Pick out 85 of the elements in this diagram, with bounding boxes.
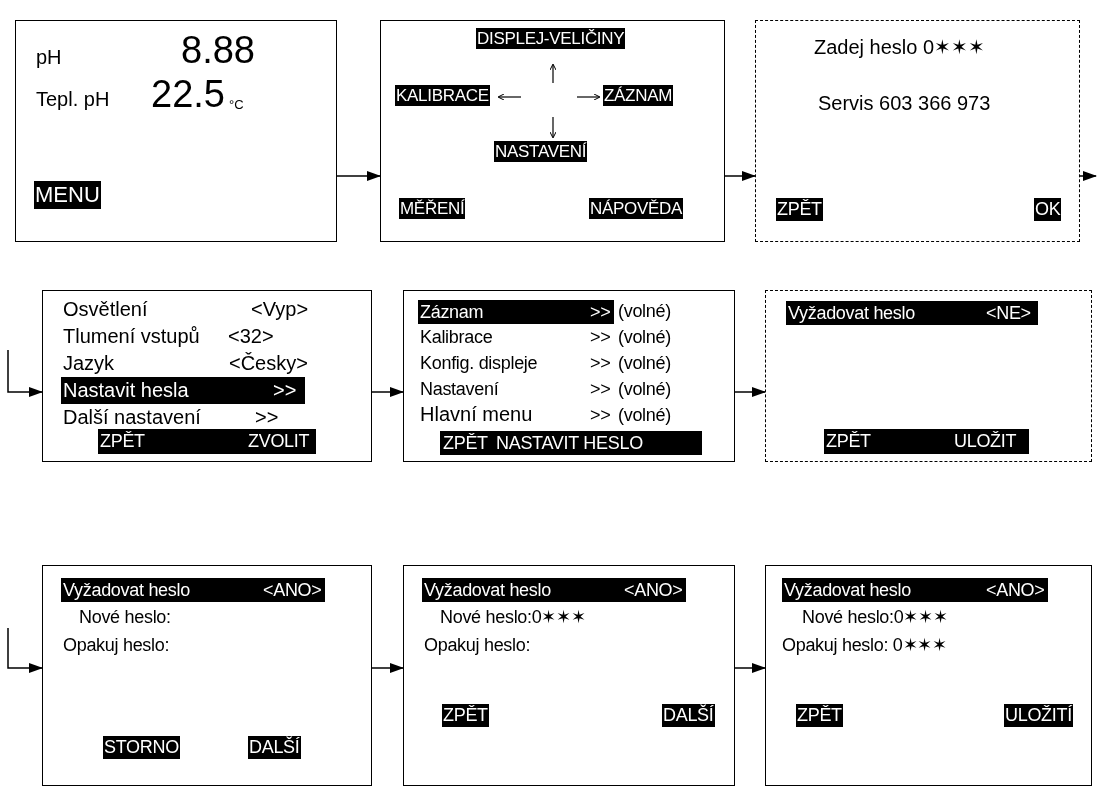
menu-text: ZPĚT	[443, 434, 488, 452]
menu-text: <Vyp>	[251, 297, 309, 322]
menu-text: Opakuj heslo: 0✶✶✶	[782, 634, 947, 657]
menu-text: Nastavení	[420, 378, 499, 401]
menu-text: >>	[590, 303, 611, 321]
screen-panel	[380, 20, 725, 242]
menu-text: <ANO>	[986, 581, 1045, 599]
menu-text: >>	[590, 378, 611, 401]
menu-text: Záznam	[420, 303, 484, 321]
menu-text: <Česky>	[229, 351, 308, 376]
arrow	[734, 663, 766, 673]
screen-panel	[765, 565, 1092, 786]
menu-text: (volné)	[618, 326, 671, 349]
arrow	[734, 387, 766, 397]
menu-text: ZPĚT	[100, 432, 145, 450]
menu-text: Tepl. pH	[36, 87, 110, 112]
menu-text: >>	[590, 352, 611, 375]
service-phone-text: Servis 603 366 973	[818, 91, 991, 116]
menu-text: Opakuj heslo:	[424, 634, 531, 657]
reading-value: 8.88	[181, 28, 255, 73]
menu-text: Opakuj heslo:	[63, 634, 170, 657]
menu-text: Nové heslo:	[79, 606, 171, 629]
menu-text: Tlumení vstupů	[63, 324, 200, 349]
menu-text: ULOŽIT	[954, 432, 1017, 450]
menu-text: Vyžadovat heslo	[784, 581, 911, 599]
arrow	[371, 387, 404, 397]
menu-text: Konfig. displeje	[420, 352, 538, 375]
menu-text: Nastavit hesla	[63, 380, 189, 400]
menu-text: <32>	[228, 324, 274, 349]
softkey-label: ZPĚT	[796, 704, 843, 727]
menu-text: Vyžadovat heslo	[63, 581, 190, 599]
softkey-label: DALŠÍ	[248, 736, 301, 759]
menu-text: Kalibrace	[420, 326, 493, 349]
softkey-label: OK	[1034, 198, 1062, 221]
arrow	[7, 349, 43, 397]
arrow	[336, 171, 381, 181]
screen-panel	[765, 290, 1092, 462]
menu-text: Nové heslo:0✶✶✶	[802, 606, 948, 629]
menu-text: Hlavní menu	[420, 402, 533, 427]
screen-panel	[755, 20, 1080, 242]
menu-text: Vyžadovat heslo	[424, 581, 551, 599]
screen-panel	[403, 565, 735, 786]
softkey-label: MENU	[34, 181, 101, 209]
menu-text: Jazyk	[63, 351, 115, 376]
screen-panel	[42, 565, 372, 786]
unit-label: °C	[229, 97, 244, 114]
softkey-label: ZPĚT	[442, 704, 489, 727]
menu-text: Nové heslo:0✶✶✶	[440, 606, 586, 629]
menu-option: DISPLEJ-VELIČINY	[476, 28, 626, 50]
menu-option: NASTAVENÍ	[494, 141, 588, 163]
arrow	[1079, 171, 1097, 181]
menu-option: KALIBRACE	[395, 85, 490, 107]
menu-text: (volné)	[618, 352, 671, 375]
menu-text: <ANO>	[624, 581, 683, 599]
menu-text: >>	[590, 404, 611, 427]
softkey-label: ZPĚT	[776, 198, 823, 221]
menu-text: NASTAVIT HESLO	[496, 434, 643, 452]
screen-panel	[15, 20, 337, 242]
arrow	[724, 171, 756, 181]
menu-text: ZVOLIT	[248, 432, 310, 450]
prompt-text: Zadej heslo 0✶✶✶	[814, 35, 986, 60]
screen-panel	[42, 290, 372, 462]
menu-text: (volné)	[618, 300, 671, 323]
menu-text: >>	[273, 380, 297, 400]
menu-text: ZPĚT	[826, 432, 871, 450]
softkey-label: DALŠÍ	[662, 704, 715, 727]
menu-text: >>	[590, 326, 611, 349]
softkey-label: MĚŘENÍ	[399, 198, 466, 220]
menu-text: Další nastavení	[63, 405, 201, 430]
menu-text: <NE>	[986, 304, 1031, 322]
arrow	[371, 663, 404, 673]
softkey-label: NÁPOVĚDA	[589, 198, 684, 220]
menu-text: Vyžadovat heslo	[788, 304, 915, 322]
menu-text: pH	[36, 45, 62, 70]
menu-text: >>	[255, 405, 279, 430]
menu-text: (volné)	[618, 378, 671, 401]
reading-value: 22.5	[151, 72, 225, 117]
menu-text: <ANO>	[263, 581, 322, 599]
softkey-label: ULOŽITÍ	[1004, 704, 1073, 727]
softkey-label: STORNO	[103, 736, 180, 759]
menu-text: Osvětlení	[63, 297, 148, 322]
screen-panel	[403, 290, 735, 462]
menu-option: ZÁZNAM	[603, 85, 674, 107]
menu-text: (volné)	[618, 404, 671, 427]
arrow	[7, 627, 43, 673]
